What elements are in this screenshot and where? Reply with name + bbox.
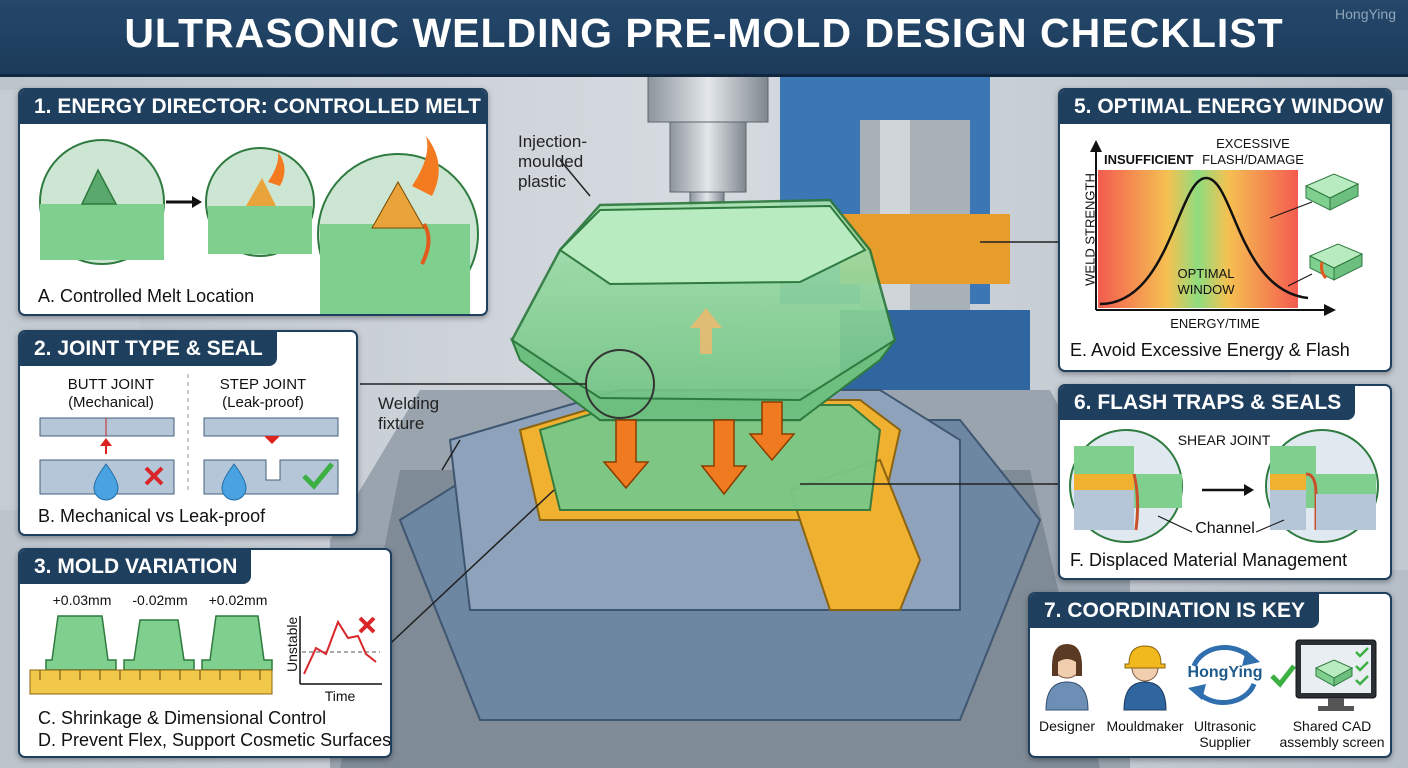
- callout-plastic-line1: Injection-: [518, 132, 587, 151]
- tolerance-3: +0.02mm: [208, 592, 268, 608]
- panel-flash-traps: 6. FLASH TRAPS & SEALS SHEAR JOINT Chann…: [1058, 384, 1392, 580]
- panel1-caption: A. Controlled Melt Location: [38, 286, 255, 306]
- panel-energy-director: 1. ENERGY DIRECTOR: CONTROLLED MELT A. C…: [18, 88, 488, 316]
- cad-line1: Shared CAD: [1292, 718, 1372, 734]
- panel-title: 2. JOINT TYPE & SEAL: [20, 332, 277, 366]
- panel-title: 7. COORDINATION IS KEY: [1030, 594, 1319, 628]
- panel-mold-variation: 3. MOLD VARIATION +0.03mm -0.02mm +0.02m…: [18, 548, 392, 758]
- energy-director-illustration: [39, 136, 479, 314]
- zone-optimal-label-2: WINDOW: [1177, 282, 1235, 297]
- sync-arrows-icon: [1188, 644, 1260, 706]
- callout-fixture: Welding fixture: [378, 394, 439, 434]
- role-mouldmaker: Mouldmaker: [1106, 718, 1184, 734]
- tolerance-1: +0.03mm: [52, 592, 112, 608]
- joint-illustration: [39, 374, 339, 501]
- butt-joint-sub: (Mechanical): [68, 394, 154, 411]
- supplier-line1: Ultrasonic: [1193, 718, 1257, 734]
- panel-title: 3. MOLD VARIATION: [20, 550, 252, 584]
- panel-title: 1. ENERGY DIRECTOR: CONTROLLED MELT: [20, 90, 486, 124]
- zone-excessive-label-2: FLASH/DAMAGE: [1202, 152, 1304, 167]
- chart-x-axis-label: ENERGY/TIME: [1170, 316, 1260, 331]
- zone-insufficient-label: INSUFFICIENT: [1104, 152, 1194, 167]
- panel3-caption-c: C. Shrinkage & Dimensional Control: [38, 708, 327, 728]
- mouldmaker-avatar-icon: [1123, 645, 1167, 711]
- cad-monitor-icon: [1295, 639, 1377, 711]
- shear-joint-label: SHEAR JOINT: [1177, 432, 1271, 448]
- callout-plastic: Injection- moulded plastic: [518, 132, 587, 192]
- channel-label: Channel: [1195, 520, 1255, 537]
- chart-x-label: Time: [324, 688, 356, 704]
- callout-plastic-line2: moulded: [518, 152, 584, 171]
- panel-coordination: 7. COORDINATION IS KEY Designer Mouldmak…: [1028, 592, 1392, 758]
- cad-line2: assembly screen: [1279, 734, 1385, 750]
- panel6-caption: F. Displaced Material Management: [1070, 550, 1348, 570]
- page-title: ULTRASONIC WELDING PRE-MOLD DESIGN CHECK…: [124, 10, 1284, 56]
- chart-y-label: Unstable: [284, 616, 300, 672]
- step-joint-sub: (Leak-proof): [222, 394, 304, 411]
- callout-plastic-line3: plastic: [518, 172, 567, 191]
- role-designer: Designer: [1038, 718, 1096, 734]
- callout-fixture-line2: fixture: [378, 414, 425, 433]
- panel-energy-window: 5. OPTIMAL ENERGY WINDOW INSUFFICIENT EX…: [1058, 88, 1392, 372]
- butt-joint-label: BUTT JOINT: [67, 376, 155, 393]
- step-joint-label: STEP JOINT: [219, 376, 307, 393]
- panel3-caption-d: D. Prevent Flex, Support Cosmetic Surfac…: [38, 730, 392, 750]
- flash-trap-illustration: [1069, 429, 1379, 543]
- tolerance-2: -0.02mm: [132, 592, 188, 608]
- header-bar: ULTRASONIC WELDING PRE-MOLD DESIGN CHECK…: [0, 0, 1408, 77]
- zone-excessive-label-1: EXCESSIVE: [1216, 136, 1290, 151]
- panel5-caption: E. Avoid Excessive Energy & Flash: [1070, 340, 1350, 360]
- brand-watermark: HongYing: [1335, 6, 1396, 22]
- energy-window-chart: [1090, 140, 1364, 316]
- zone-optimal-label-1: OPTIMAL: [1177, 266, 1235, 281]
- callout-fixture-line1: Welding: [378, 394, 440, 413]
- panel2-caption: B. Mechanical vs Leak-proof: [38, 506, 266, 526]
- chart-y-axis-label: WELD STRENGTH: [1082, 173, 1098, 286]
- panel-joint-type: 2. JOINT TYPE & SEAL BUTT JOINT (Mechani…: [18, 330, 358, 536]
- panel-title: 5. OPTIMAL ENERGY WINDOW: [1060, 90, 1390, 124]
- panel-title: 6. FLASH TRAPS & SEALS: [1060, 386, 1356, 420]
- supplier-line2: Supplier: [1199, 734, 1251, 750]
- designer-avatar-icon: [1045, 644, 1089, 711]
- supplier-logo: HongYing: [1187, 664, 1263, 681]
- check-icon: [1270, 664, 1296, 688]
- mold-variation-illustration: [29, 615, 382, 695]
